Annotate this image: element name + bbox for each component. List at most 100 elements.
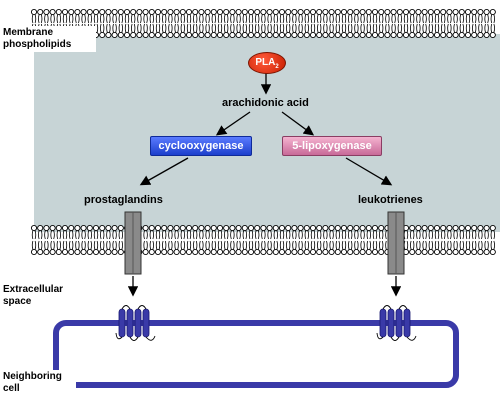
lipid-tail	[472, 240, 474, 250]
lipid-tail	[38, 230, 40, 240]
lipid-tail	[341, 14, 344, 24]
lipid-tail	[208, 23, 210, 33]
lipid-tail	[78, 230, 80, 240]
lipid-tail	[394, 23, 396, 33]
lipid-tail	[90, 230, 92, 240]
lipid-head	[74, 248, 81, 256]
lipid-head	[427, 248, 434, 256]
lipid-tail	[372, 23, 375, 33]
lipid-tail	[319, 240, 322, 250]
lipid-tail	[465, 14, 468, 24]
lipid-tail	[369, 240, 371, 250]
lipid-tail	[416, 230, 418, 240]
lipid-tail	[31, 230, 34, 240]
lipid-tail	[155, 23, 158, 33]
lipid-tail	[226, 240, 229, 250]
lipid-head	[223, 8, 230, 16]
lipid-tail	[323, 14, 325, 24]
lipid-tail	[363, 23, 365, 33]
lipid-tail	[307, 240, 309, 250]
lipid-tail	[478, 23, 480, 33]
lipid-head	[86, 8, 93, 16]
lipid-tail	[65, 14, 68, 24]
lipid-tail	[90, 14, 92, 24]
lipid-tail	[286, 14, 288, 24]
lipid-tail	[474, 240, 477, 250]
lipid-tail	[456, 14, 458, 24]
lipid-tail	[242, 14, 245, 24]
lipid-tail	[425, 230, 427, 240]
lipid-head	[458, 248, 465, 256]
lipid-tail	[257, 14, 260, 24]
lipid-tail	[75, 240, 77, 250]
lipid-tail	[248, 14, 251, 24]
lipid-tail	[282, 230, 285, 240]
lipid-tail	[474, 23, 477, 33]
lipid-head	[427, 8, 434, 16]
lipid-tail	[140, 14, 142, 24]
lipid-head	[247, 31, 255, 39]
lipid-head	[198, 8, 205, 16]
lipid-tail	[412, 240, 415, 250]
lipid-tail	[56, 14, 59, 24]
lipid-tail	[385, 14, 387, 24]
lipid-tail	[205, 240, 207, 250]
lipid-head	[179, 224, 186, 232]
lipid-tail	[443, 230, 446, 240]
lipid-head	[105, 224, 112, 232]
lipid-tail	[447, 14, 449, 24]
lipid-head	[415, 31, 422, 39]
lipid-tail	[443, 14, 446, 24]
lipid-head	[371, 224, 379, 232]
lipid-tail	[195, 23, 198, 33]
neighboring-cell-label: Neighboring cell	[0, 370, 76, 396]
lipid-head	[210, 248, 217, 256]
lipid-tail	[106, 23, 108, 33]
lipid-tail	[186, 230, 189, 240]
lipid-head	[471, 31, 478, 39]
lipid-head	[328, 248, 335, 256]
lipid-tail	[31, 14, 34, 24]
lipid-tail	[78, 240, 80, 250]
lipid-tail	[155, 240, 158, 250]
lipid-head	[464, 31, 472, 39]
lipid-head	[37, 248, 44, 256]
lipid-head	[316, 31, 323, 39]
lipid-head	[92, 248, 100, 256]
lipid-head	[421, 31, 428, 39]
lipid-head	[396, 31, 403, 39]
lipid-tail	[174, 230, 176, 240]
lipid-head	[477, 31, 484, 39]
lipid-tail	[102, 23, 105, 33]
lipid-tail	[84, 240, 86, 250]
lipid-head	[223, 224, 230, 232]
lipid-tail	[341, 230, 344, 240]
lipid-tail	[186, 240, 189, 250]
lipid-head	[92, 8, 100, 16]
lipid-tail	[230, 230, 232, 240]
lipid-head	[421, 8, 428, 16]
lipid-tail	[301, 23, 303, 33]
lipid-head	[272, 8, 279, 16]
lipid-head	[285, 31, 292, 39]
bottom-membrane-bilayer	[30, 224, 496, 256]
lipid-tail	[428, 230, 431, 240]
lipid-tail	[109, 14, 111, 24]
lipid-head	[92, 224, 100, 232]
lipid-tail	[270, 14, 272, 24]
lipid-head	[154, 31, 162, 39]
lipid-tail	[335, 230, 338, 240]
lipid-tail	[323, 240, 325, 250]
receptor-loop	[382, 305, 408, 310]
lipid-tail	[96, 14, 99, 24]
lipid-tail	[375, 240, 378, 250]
lipid-tail	[93, 230, 96, 240]
lipid-tail	[348, 230, 350, 240]
lipid-tail	[487, 240, 489, 250]
lipid-tail	[233, 14, 235, 24]
lipid-tail	[47, 240, 49, 250]
lipid-tail	[93, 14, 96, 24]
lipid-head	[30, 248, 38, 256]
lipid-tail	[419, 230, 421, 240]
lipid-tail	[369, 230, 371, 240]
